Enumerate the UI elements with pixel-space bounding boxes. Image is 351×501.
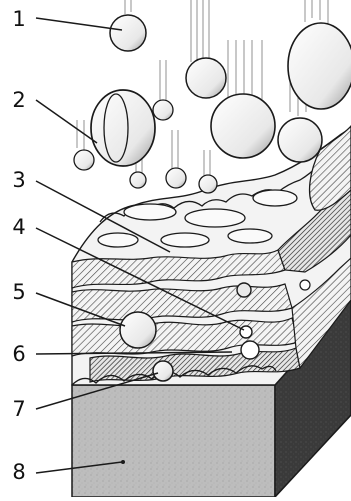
leader-endpoint-8: [121, 460, 125, 464]
splat-surface: [98, 233, 138, 247]
label-4: 4: [10, 216, 28, 238]
leader-1: [36, 18, 122, 30]
splat-surface: [124, 204, 176, 220]
pore-small: [240, 326, 252, 338]
label-5: 5: [10, 281, 28, 303]
substrate-front-face: [72, 385, 275, 497]
unmelted-particle-5: [120, 312, 156, 348]
pore-medium: [241, 341, 259, 359]
splat-surface: [228, 229, 272, 243]
droplet-mid: [186, 58, 226, 98]
droplet-1: [110, 15, 146, 51]
splat-surface: [253, 190, 297, 206]
droplet-top-right: [288, 23, 351, 109]
splat-surface: [185, 209, 245, 227]
droplet-small: [130, 172, 146, 188]
label-8: 8: [10, 461, 28, 483]
droplet-small: [74, 150, 94, 170]
coating-layers: [72, 128, 351, 385]
oxide-particle: [237, 283, 251, 297]
label-3: 3: [10, 169, 28, 191]
droplet-right-mid: [211, 94, 275, 158]
splat-surface: [161, 233, 209, 247]
droplet-small: [199, 175, 217, 193]
label-7: 7: [10, 398, 28, 420]
label-2: 2: [10, 89, 28, 111]
label-1: 1: [10, 8, 28, 30]
droplet-small: [153, 100, 173, 120]
pore-right: [300, 280, 310, 290]
unmelted-particle-7: [153, 361, 173, 381]
label-6: 6: [10, 343, 28, 365]
droplet-right-small: [278, 118, 322, 162]
leader-2: [36, 100, 97, 143]
droplet-small: [166, 168, 186, 188]
